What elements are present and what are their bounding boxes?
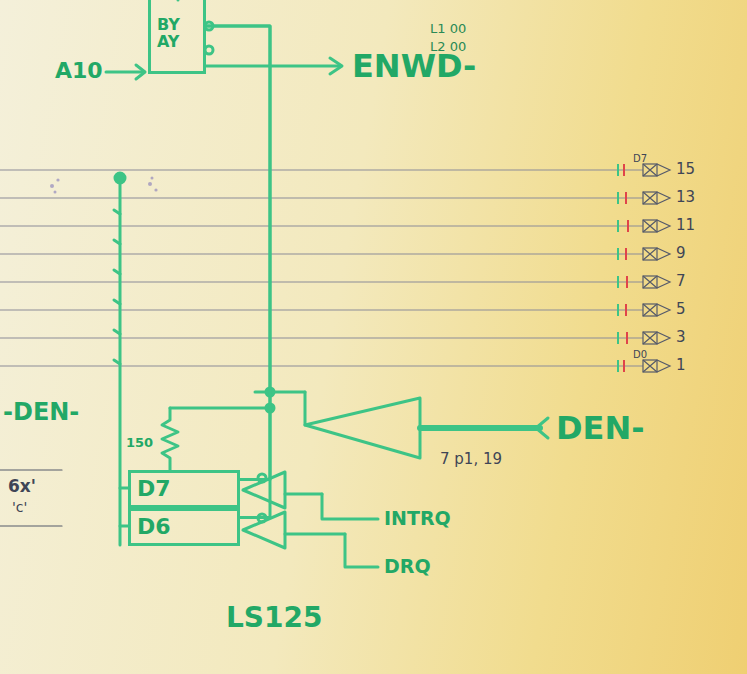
signal-label: LS125 [226, 604, 322, 632]
pin-number: 5 [676, 302, 686, 317]
pin-number: 3 [676, 330, 686, 345]
bus-ticks [618, 164, 628, 372]
mux-chip: BYAY [148, 0, 206, 74]
data-bus [0, 170, 643, 366]
pin-number: 7 [676, 274, 686, 289]
signal-label: 6x' [8, 478, 36, 495]
signal-label: 7 p1, 19 [440, 452, 502, 467]
pin-number: 13 [676, 190, 695, 205]
signal-label: 150 [126, 436, 153, 449]
pin-number: 11 [676, 218, 695, 233]
node-text: D6 [137, 515, 171, 538]
node-text: BY [157, 17, 180, 34]
signal-label: ENWD- [352, 50, 476, 82]
pin-number: 9 [676, 246, 686, 261]
signal-label: 'c' [12, 500, 27, 514]
buffer-gate-box: D7 [128, 470, 240, 508]
green-wires [0, 0, 548, 567]
enable-wire [206, 26, 270, 480]
signal-label: L1 00 [430, 22, 466, 35]
signal-label: DEN- [556, 412, 644, 444]
signal-label: -DEN- [3, 400, 79, 424]
signal-label: L2 00 [430, 40, 466, 53]
buffer-gate-box: D6 [128, 508, 240, 546]
node-text: AY [157, 34, 179, 51]
node-text: D7 [137, 477, 171, 500]
signal-label: D0 [633, 350, 647, 360]
smudges [50, 177, 158, 194]
signal-label: INTRQ [384, 509, 451, 528]
signal-label: A10 [55, 60, 103, 82]
signal-label: D7 [633, 154, 647, 164]
connector-pins [643, 164, 670, 372]
pin-number: 1 [676, 358, 686, 373]
enable-wire [206, 26, 270, 518]
pin-number: 15 [676, 162, 695, 177]
signal-label: DRQ [384, 557, 431, 576]
